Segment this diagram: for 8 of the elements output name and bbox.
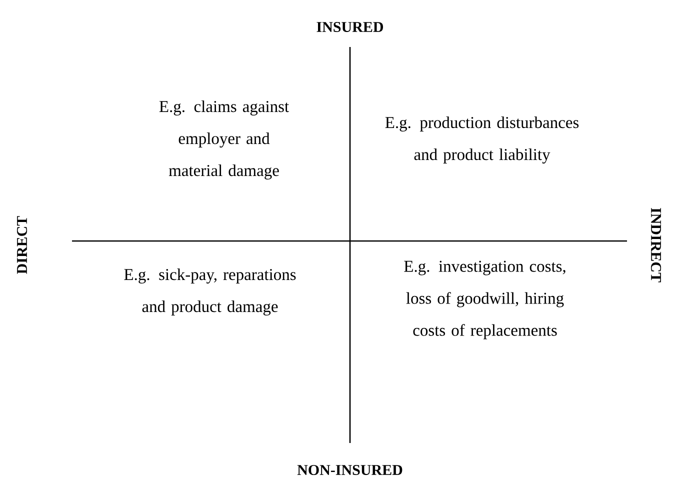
axis-label: DIRECT	[16, 216, 28, 274]
axis-label: NON-INSURED	[297, 464, 402, 476]
quadrant-text: E.g. investigation costs, loss of goodwill, hiring costs of replacements	[404, 260, 566, 340]
quadrant-text: E.g. sick-pay, reparations and product damage	[124, 268, 296, 316]
axis-label: INSURED	[316, 22, 384, 32]
quadrant-text: E.g. production disturbances and product liability	[385, 116, 579, 164]
axis-label: INDIRECT	[650, 208, 662, 282]
quadrant-text: E.g. claims against employer and material damage	[159, 100, 289, 180]
